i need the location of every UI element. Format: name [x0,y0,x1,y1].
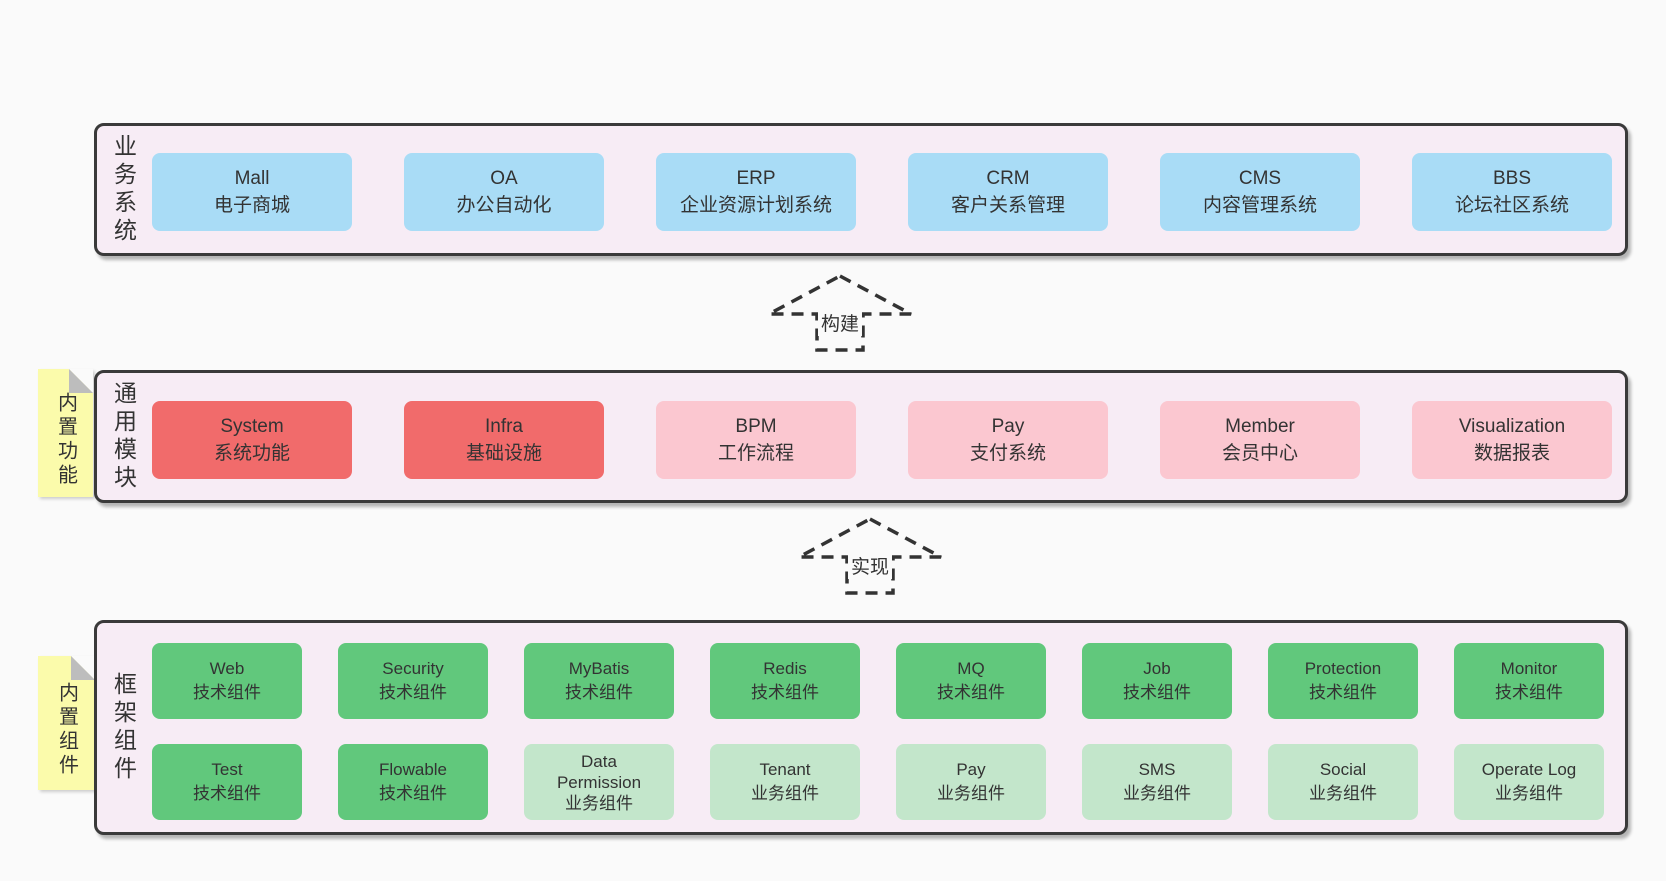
box-member: Member 会员中心 [1160,401,1360,479]
build-arrow: 构建 [765,273,915,353]
section-label-components: 框架组件 [110,671,137,784]
box-system: System 系统功能 [152,401,352,479]
section-label-business: 业务系统 [110,133,137,246]
box-flowable: Flowable 技术组件 [338,744,488,820]
box-security: Security 技术组件 [338,643,488,719]
modules-row: System 系统功能 Infra 基础设施 BPM 工作流程 Pay 支付系统… [152,401,1612,479]
box-crm: CRM 客户关系管理 [908,153,1108,231]
box-mybatis: MyBatis 技术组件 [524,643,674,719]
implement-arrow-label: 实现 [847,552,893,579]
box-test: Test 技术组件 [152,744,302,820]
box-data-permission: Data Permission 业务组件 [524,744,674,820]
build-arrow-label: 构建 [817,309,863,336]
sticky-note-built-in-features: 内置功能 [38,369,93,497]
sticky-note-text: 内置功能 [54,392,77,488]
container-framework-components: 框架组件 Web 技术组件 Security 技术组件 MyBatis 技术组件… [94,620,1628,835]
box-protection: Protection 技术组件 [1268,643,1418,719]
components-row-1: Web 技术组件 Security 技术组件 MyBatis 技术组件 Redi… [152,643,1604,719]
box-pay-component: Pay 业务组件 [896,744,1046,820]
box-erp: ERP 企业资源计划系统 [656,153,856,231]
section-label-modules: 通用模块 [110,380,137,493]
box-bpm: BPM 工作流程 [656,401,856,479]
implement-arrow: 实现 [795,516,945,596]
box-operate-log: Operate Log 业务组件 [1454,744,1604,820]
container-business-systems: 业务系统 Mall 电子商城 OA 办公自动化 ERP 企业资源计划系统 CRM… [94,123,1628,256]
box-social: Social 业务组件 [1268,744,1418,820]
box-job: Job 技术组件 [1082,643,1232,719]
box-monitor: Monitor 技术组件 [1454,643,1604,719]
sticky-note-built-in-components: 内置组件 [38,656,95,790]
box-sms: SMS 业务组件 [1082,744,1232,820]
box-tenant: Tenant 业务组件 [710,744,860,820]
components-row-2: Test 技术组件 Flowable 技术组件 Data Permission … [152,744,1604,820]
box-cms: CMS 内容管理系统 [1160,153,1360,231]
box-mq: MQ 技术组件 [896,643,1046,719]
box-visualization: Visualization 数据报表 [1412,401,1612,479]
sticky-note-text: 内置组件 [55,682,78,778]
box-oa: OA 办公自动化 [404,153,604,231]
box-web: Web 技术组件 [152,643,302,719]
box-mall: Mall 电子商城 [152,153,352,231]
box-pay-module: Pay 支付系统 [908,401,1108,479]
box-redis: Redis 技术组件 [710,643,860,719]
box-infra: Infra 基础设施 [404,401,604,479]
container-common-modules: 通用模块 System 系统功能 Infra 基础设施 BPM 工作流程 Pay… [94,370,1628,503]
box-bbs: BBS 论坛社区系统 [1412,153,1612,231]
business-row: Mall 电子商城 OA 办公自动化 ERP 企业资源计划系统 CRM 客户关系… [152,153,1612,231]
